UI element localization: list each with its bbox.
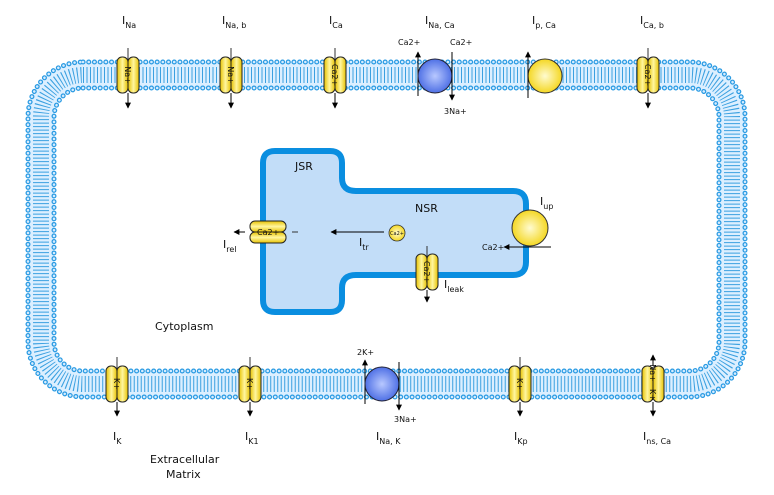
svg-text:Ca2+: Ca2+ [643, 64, 652, 86]
svg-text:Iup: Iup [540, 195, 553, 211]
svg-text:K+: K+ [245, 378, 254, 390]
svg-text:K+: K+ [112, 378, 121, 390]
exchanger-i-na-ca: INa, Ca Ca2+ Ca2+ 3Na+ [398, 14, 472, 116]
svg-text:Itr: Itr [359, 236, 369, 252]
svg-text:IK1: IK1 [245, 430, 259, 446]
pump-i-na-k: 2K+ 3Na+ INa, K [357, 348, 417, 446]
svg-text:Ca2+: Ca2+ [450, 38, 472, 47]
svg-text:Ca2+: Ca2+ [398, 38, 420, 47]
svg-text:Ca2+: Ca2+ [482, 243, 504, 252]
svg-text:Ca2+: Ca2+ [257, 228, 279, 237]
channel-i-na: INa Na+ [116, 14, 140, 109]
svg-text:K+: K+ [515, 378, 524, 390]
svg-text:INa, Ca: INa, Ca [425, 14, 455, 30]
nsr-label: NSR [415, 202, 438, 215]
svg-text:2K+: 2K+ [357, 348, 374, 357]
svg-text:ICa, b: ICa, b [640, 14, 664, 30]
channel-i-k: K+ IK [105, 357, 129, 446]
cytoplasm-label: Cytoplasm [155, 320, 213, 333]
svg-text:ICa: ICa [329, 14, 343, 30]
svg-text:Ileak: Ileak [444, 278, 464, 294]
channel-i-ca-b: ICa, b Ca2+ [636, 14, 664, 109]
pump-i-up: Iup Ca2+ [482, 195, 553, 252]
label-i-na: INa [122, 14, 136, 30]
svg-text:Na+: Na+ [123, 66, 132, 84]
channel-i-ns-ca: Na+ K+ Ins, Ca [641, 354, 671, 446]
svg-text:INa, b: INa, b [222, 14, 246, 30]
svg-text:Na+: Na+ [648, 364, 657, 382]
svg-text:IKp: IKp [514, 430, 528, 446]
svg-text:Ins, Ca: Ins, Ca [643, 430, 671, 446]
channel-i-ca: ICa Ca2+ [323, 14, 347, 109]
svg-text:Ca2+: Ca2+ [422, 261, 431, 283]
channel-i-na-b: INa, b Na+ [219, 14, 246, 109]
channel-i-kp: K+ IKp [508, 357, 532, 446]
svg-text:3Na+: 3Na+ [394, 415, 417, 424]
channel-i-k1: K+ IK1 [238, 357, 262, 446]
svg-text:INa, K: INa, K [376, 430, 401, 446]
svg-text:3Na+: 3Na+ [444, 107, 467, 116]
svg-text:Ip, Ca: Ip, Ca [532, 14, 556, 30]
svg-text:Irel: Irel [223, 238, 237, 254]
channel-i-leak: Ca2+ Ileak [415, 246, 464, 303]
jsr-label: JSR [294, 160, 313, 173]
extracellular-label: Extracellular [150, 453, 220, 466]
matrix-label: Matrix [166, 468, 201, 481]
svg-text:Na+: Na+ [226, 66, 235, 84]
svg-text:Ca2+: Ca2+ [330, 64, 339, 86]
channel-i-rel: Ca2+ Irel [223, 220, 298, 254]
transfer-i-tr: Itr Ca2+ [330, 224, 406, 252]
svg-text:K+: K+ [648, 389, 657, 401]
pump-i-p-ca: Ip, Ca [525, 14, 563, 98]
svg-text:Ca2+: Ca2+ [390, 231, 404, 237]
svg-text:IK: IK [113, 430, 122, 446]
